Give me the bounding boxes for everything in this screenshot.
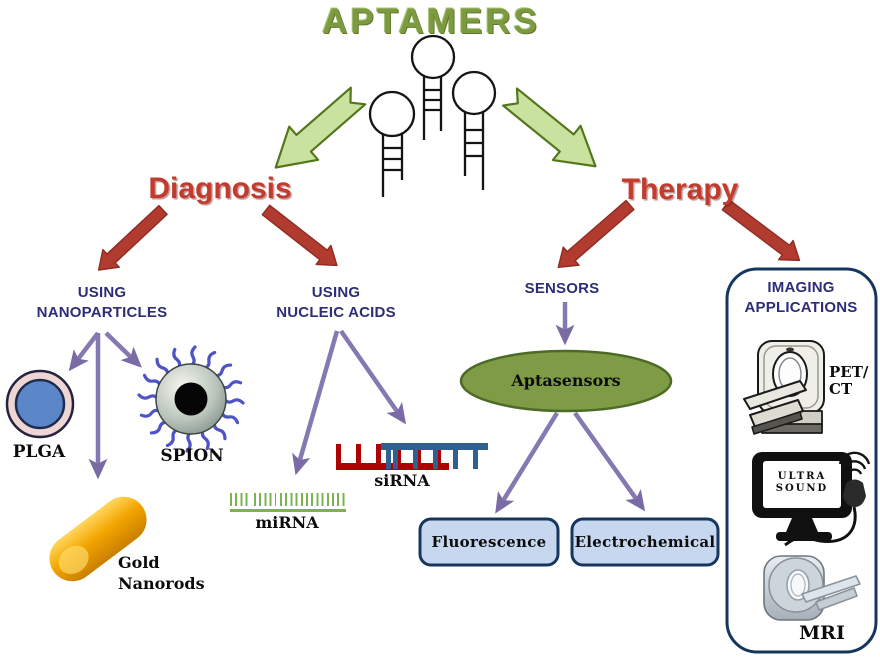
aptasensors-node — [459, 349, 673, 413]
plga-icon — [5, 369, 75, 439]
hairpin-middle-icon — [410, 34, 456, 140]
purple-arrow-to-plga — [68, 331, 100, 372]
sirna-strand-blue-icon — [381, 443, 488, 469]
ultrasound-label: ULTRA SOUND — [775, 471, 829, 494]
mri-scanner-icon — [763, 555, 861, 621]
red-arrow-diagnosis-to-nanoparticles — [97, 204, 168, 271]
therapy-label: Therapy — [621, 173, 739, 206]
sensors-heading: SENSORS — [524, 280, 600, 297]
diagnosis-label: Diagnosis — [148, 172, 292, 205]
electrochemical-label: Electrochemical — [574, 533, 716, 551]
sirna-label: siRNA — [374, 471, 430, 490]
ultrasound-icon — [752, 451, 871, 547]
spion-icon — [137, 345, 245, 453]
purple-arrow-to-mirna — [292, 330, 340, 476]
imaging-applications-heading: IMAGING APPLICATIONS — [744, 279, 858, 316]
fluorescence-box — [418, 517, 560, 567]
gold-nanorod-icon — [49, 496, 147, 582]
using-nucleic-acids-heading: USING NUCLEIC ACIDS — [276, 284, 396, 321]
pet-ct-scanner-icon — [743, 340, 825, 435]
using-nanoparticles-heading: USING NANOPARTICLES — [36, 284, 168, 321]
aptasensors-label: Aptasensors — [511, 371, 621, 390]
red-arrow-therapy-to-imaging — [721, 199, 801, 262]
green-arrow-left — [274, 86, 367, 169]
mri-label: MRI — [799, 622, 845, 644]
fluorescence-label: Fluorescence — [431, 533, 547, 551]
purple-arrow-to-spion — [104, 331, 142, 368]
red-arrow-therapy-to-sensors — [557, 199, 635, 269]
red-arrow-diagnosis-to-nucleic-acids — [261, 204, 338, 267]
hairpin-left-icon — [368, 90, 416, 197]
mirna-label: miRNA — [255, 513, 319, 532]
purple-arrow-to-sirna — [339, 329, 407, 425]
spion-label: SPION — [160, 446, 224, 466]
purple-arrow-to-electrochemical — [573, 411, 646, 512]
hairpin-right-icon — [451, 70, 497, 190]
mirna-strand-icon — [230, 493, 346, 512]
pet-ct-label: PET/ CT — [829, 363, 869, 398]
page-title: APTAMERS — [322, 2, 540, 41]
aptamer-hairpin-icons — [368, 34, 497, 197]
gold-nanorods-label: Gold Nanorods — [118, 553, 205, 593]
purple-arrow-to-fluorescence — [495, 411, 559, 514]
electrochemical-box — [570, 517, 720, 567]
green-arrow-right — [501, 87, 597, 168]
plga-label: PLGA — [12, 442, 66, 462]
